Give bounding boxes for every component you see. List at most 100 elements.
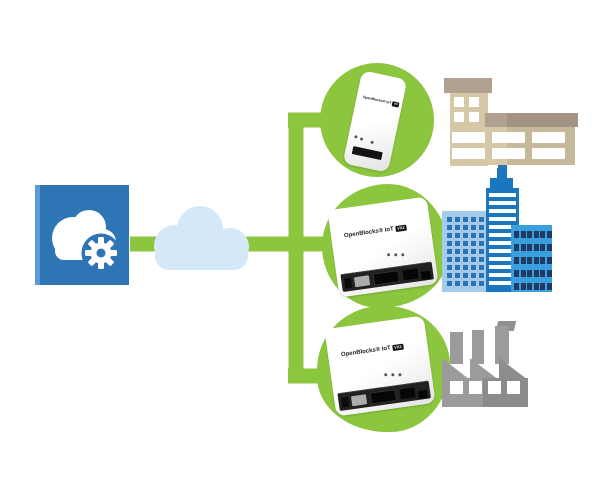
window — [479, 217, 484, 222]
stripe — [489, 273, 516, 277]
window — [532, 148, 565, 159]
window — [488, 381, 501, 394]
port — [420, 270, 431, 280]
tower-antenna — [497, 168, 507, 180]
led-indicator — [391, 373, 395, 377]
window — [507, 381, 520, 394]
window — [455, 225, 460, 230]
stripe — [489, 209, 516, 213]
right-building — [511, 225, 552, 292]
window — [514, 257, 526, 264]
window — [447, 281, 452, 286]
port-slot — [351, 146, 383, 161]
window — [463, 225, 468, 230]
window — [514, 270, 526, 277]
device-model-badge: VX2 — [392, 343, 404, 352]
window — [447, 273, 452, 278]
roof-shade — [507, 113, 578, 127]
stripe — [489, 241, 516, 245]
window — [471, 257, 476, 262]
device-brand-label: OpenBlocks® IoT — [343, 226, 395, 240]
device-brand-label: OpenBlocks® IoT — [362, 95, 392, 106]
window — [463, 241, 468, 246]
led-indicator — [386, 253, 391, 257]
device-model-badge: VX — [391, 101, 400, 108]
window — [447, 249, 452, 254]
sd-slot — [350, 394, 368, 407]
tower-roof — [444, 78, 492, 93]
stripe — [489, 193, 516, 197]
window — [527, 231, 539, 238]
sawtooth-roof — [442, 358, 528, 380]
office-building — [444, 78, 578, 173]
window — [492, 148, 525, 159]
cloud-gear-icon — [52, 210, 121, 273]
stripe — [489, 281, 516, 285]
chimney — [472, 330, 484, 364]
device-model-badge: VX2 — [395, 224, 407, 233]
window — [455, 257, 460, 262]
port — [402, 268, 419, 281]
window — [471, 273, 476, 278]
factory-body — [442, 378, 528, 407]
cloud-service-tile — [35, 185, 129, 285]
city-buildings — [442, 168, 554, 292]
window — [447, 265, 452, 270]
window — [492, 132, 525, 143]
window — [540, 231, 552, 238]
led-indicator — [354, 135, 358, 139]
window — [540, 283, 552, 290]
window — [479, 265, 484, 270]
window — [479, 281, 484, 286]
window — [463, 281, 468, 286]
left-building — [442, 211, 486, 292]
window — [540, 270, 552, 277]
window — [479, 225, 484, 230]
window — [454, 112, 464, 122]
window — [479, 249, 484, 254]
window — [469, 97, 479, 107]
window — [454, 97, 464, 107]
chimney — [450, 332, 463, 364]
window — [514, 283, 526, 290]
stripe — [489, 249, 516, 253]
window — [447, 217, 452, 222]
window — [540, 244, 552, 251]
window — [463, 233, 468, 238]
window — [527, 244, 539, 251]
window — [447, 241, 452, 246]
window — [463, 217, 468, 222]
sd-slot — [353, 275, 371, 288]
port — [344, 277, 353, 289]
window — [532, 132, 565, 143]
window — [540, 257, 552, 264]
tower-shoulder — [490, 178, 513, 190]
window — [455, 233, 460, 238]
port — [417, 389, 428, 399]
stripe — [489, 257, 516, 261]
port — [399, 387, 416, 400]
port — [341, 396, 350, 408]
window — [471, 225, 476, 230]
window — [479, 273, 484, 278]
stripe — [489, 225, 516, 229]
window — [447, 225, 452, 230]
led-indicator — [359, 137, 364, 141]
window — [479, 233, 484, 238]
window — [479, 257, 484, 262]
window — [452, 132, 485, 143]
window — [463, 265, 468, 270]
port — [372, 270, 401, 286]
gateway-device-middle: OpenBlocks® IoT VX2 — [327, 196, 439, 298]
window — [463, 257, 468, 262]
window — [471, 233, 476, 238]
window — [455, 241, 460, 246]
window — [527, 283, 539, 290]
stripe — [489, 233, 516, 237]
led-indicator — [370, 140, 374, 145]
stripe — [489, 217, 516, 221]
window — [469, 381, 482, 394]
window — [455, 265, 460, 270]
window — [452, 148, 485, 159]
